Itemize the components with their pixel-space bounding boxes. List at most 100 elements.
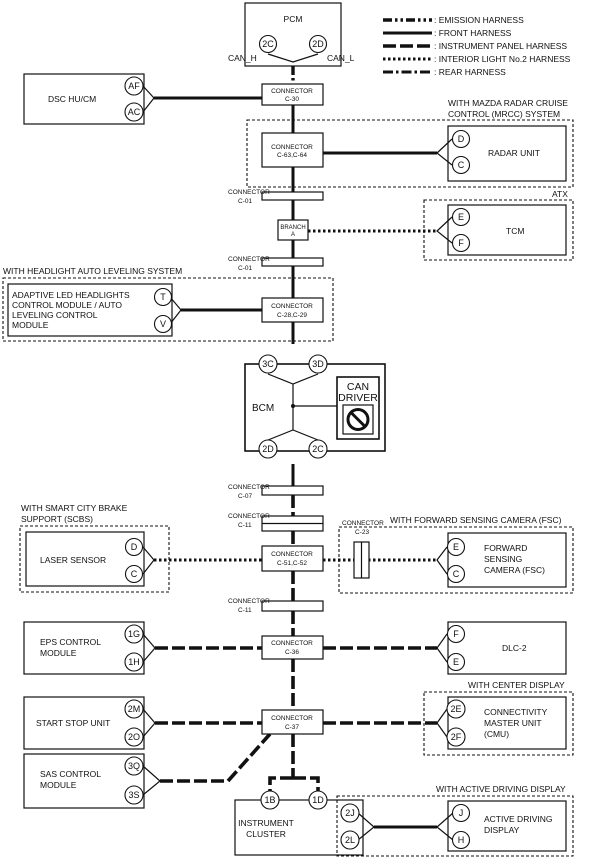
connector-c07-word: CONNECTOR bbox=[228, 484, 270, 491]
sas-pin-3s-label: 3S bbox=[128, 790, 139, 800]
laser-pin-d bbox=[124, 537, 144, 557]
connector-c01-upper-id: C-01 bbox=[238, 198, 252, 205]
harness-legend: : EMISSION HARNESS : FRONT HARNESS : INS… bbox=[383, 15, 571, 77]
sas-pin-3q-label: 3Q bbox=[128, 761, 140, 771]
tcm-option: ATX bbox=[552, 189, 568, 199]
connector-c30-id: C-30 bbox=[285, 96, 299, 103]
connector-c30-box bbox=[261, 83, 324, 106]
dlc-pin-f bbox=[446, 624, 466, 644]
branch-wires bbox=[154, 96, 437, 829]
cluster-wire-left bbox=[268, 776, 293, 792]
startstop-pin-leads bbox=[142, 708, 156, 738]
headlight-box bbox=[7, 283, 173, 337]
eps-line2: MODULE bbox=[40, 648, 77, 658]
startstop-pin-2o bbox=[124, 727, 144, 747]
connector-c36-box bbox=[261, 635, 324, 660]
fsc-pin-e-label: E bbox=[453, 542, 459, 552]
headlight-option: WITH HEADLIGHT AUTO LEVELING SYSTEM bbox=[3, 266, 182, 276]
tcm-group: ATX TCM E F bbox=[423, 189, 574, 261]
connector-c36-id: C-36 bbox=[285, 649, 299, 656]
cluster-pin-2j bbox=[340, 803, 360, 823]
pcm-module: PCM 2C 2D CAN_H CAN_L bbox=[228, 2, 355, 67]
connector-c37-box bbox=[261, 709, 324, 735]
branch-a-id: A bbox=[291, 232, 295, 238]
radar-pin-leads bbox=[436, 138, 453, 166]
cluster-line1: INSTRUMENT bbox=[238, 818, 294, 828]
radar-pin-c-label: C bbox=[458, 160, 465, 170]
dsc-title: DSC HU/CM bbox=[48, 94, 96, 104]
headlight-line3: LEVELING CONTROL bbox=[12, 310, 98, 320]
cmu-option-frame bbox=[423, 691, 574, 756]
startstop-pin-2o-label: 2O bbox=[128, 732, 140, 742]
cluster-pin-1b-label: 1B bbox=[264, 795, 275, 805]
connector-c11-upper-word: CONNECTOR bbox=[228, 513, 270, 520]
headlight-pin-t-label: T bbox=[160, 292, 166, 302]
dsc-pin-leads bbox=[142, 85, 155, 113]
pcm-pin-2d bbox=[308, 34, 328, 54]
connector-c37-id: C-37 bbox=[285, 724, 299, 731]
cluster-wire-right bbox=[293, 776, 320, 792]
add-pin-h-label: H bbox=[458, 835, 465, 845]
fsc-option: WITH FORWARD SENSING CAMERA (FSC) bbox=[390, 515, 562, 525]
prohibit-icon bbox=[346, 408, 370, 431]
tcm-pin-f bbox=[451, 233, 471, 253]
cmu-line3: (CMU) bbox=[484, 729, 509, 739]
eps-box bbox=[23, 621, 145, 675]
branch-a: BRANCH A bbox=[277, 219, 309, 241]
connector-c07-box bbox=[261, 485, 324, 496]
cluster-line2: CLUSTER bbox=[246, 829, 286, 839]
laser-pin-d-label: D bbox=[131, 542, 138, 552]
bcm-title: BCM bbox=[252, 403, 274, 414]
radar-pin-c bbox=[451, 155, 471, 175]
pcm-title: PCM bbox=[284, 14, 303, 24]
connector-c51-box bbox=[261, 545, 324, 572]
connector-c01-upper-word: CONNECTOR bbox=[228, 189, 270, 196]
can-driver-line1: CAN bbox=[347, 381, 369, 393]
dsc-pin-ac-label: AC bbox=[128, 107, 141, 117]
headlight-pin-v bbox=[153, 314, 173, 334]
bcm-module: BCM 3C 3D 2D 2C CAN DRIVER bbox=[244, 354, 386, 459]
cluster-pin-2l-label: 2L bbox=[345, 835, 355, 845]
cmu-pin-2e-label: 2E bbox=[450, 704, 461, 714]
cmu-pin-2f bbox=[446, 727, 466, 747]
connector-c01-lower-box bbox=[261, 257, 324, 267]
connector-c23-word: CONNECTOR bbox=[342, 520, 384, 527]
laser-pin-c-label: C bbox=[131, 569, 138, 579]
radar-pin-d bbox=[451, 129, 471, 149]
headlight-line1: ADAPTIVE LED HEADLIGHTS bbox=[12, 290, 130, 300]
pcm-pin-leads bbox=[267, 53, 319, 63]
connector-c01-lower: CONNECTOR C-01 bbox=[228, 256, 324, 272]
eps-pin-1g-label: 1G bbox=[128, 629, 140, 639]
add-line2: DISPLAY bbox=[484, 825, 520, 835]
connector-c07: CONNECTOR C-07 bbox=[228, 484, 324, 500]
cmu-box bbox=[447, 696, 567, 750]
connector-c23-id: C-23 bbox=[355, 529, 369, 536]
connector-c01-upper-box bbox=[261, 191, 324, 201]
connector-c51: CONNECTOR C-51,C-52 bbox=[261, 545, 324, 572]
fsc-group: WITH FORWARD SENSING CAMERA (FSC) CONNEC… bbox=[338, 515, 574, 594]
fsc-line2: SENSING bbox=[484, 554, 522, 564]
branch-a-box bbox=[277, 219, 309, 241]
dlc-pin-e bbox=[446, 652, 466, 672]
bcm-pin-3c-label: 3C bbox=[262, 359, 274, 369]
connector-c11-lower-box bbox=[261, 600, 324, 612]
sas-box bbox=[23, 753, 145, 809]
laser-title: LASER SENSOR bbox=[40, 555, 106, 565]
bcm-pin-3d-label: 3D bbox=[312, 359, 324, 369]
fsc-box bbox=[447, 532, 567, 588]
dlc-title: DLC-2 bbox=[502, 643, 527, 653]
can-h-label: CAN_H bbox=[228, 53, 257, 63]
pcm-box bbox=[244, 2, 342, 67]
legend-instrument-panel-text: : INSTRUMENT PANEL HARNESS bbox=[434, 41, 567, 51]
dlc-box bbox=[447, 621, 567, 675]
connector-c01-upper: CONNECTOR C-01 bbox=[228, 189, 324, 205]
connector-c30: CONNECTOR C-30 bbox=[261, 83, 324, 106]
sas-module: SAS CONTROL MODULE 3Q 3S bbox=[23, 753, 161, 809]
fsc-pin-c-label: C bbox=[453, 569, 460, 579]
add-line1: ACTIVE DRIVING bbox=[484, 814, 552, 824]
dlc-module: DLC-2 F E bbox=[436, 621, 567, 675]
add-pin-leads bbox=[436, 812, 454, 841]
connector-c28-box bbox=[261, 297, 324, 323]
legend-emission-text: : EMISSION HARNESS bbox=[434, 15, 524, 25]
eps-pin-1h bbox=[124, 652, 144, 672]
